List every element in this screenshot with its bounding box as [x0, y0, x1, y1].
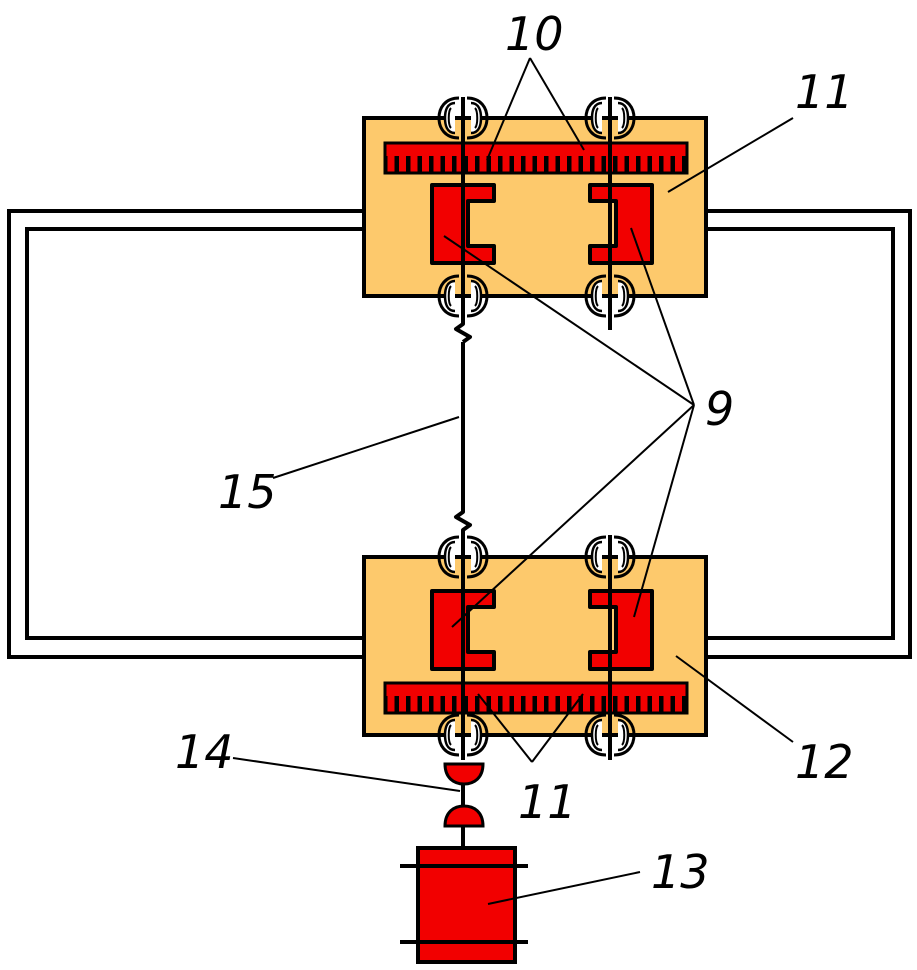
upper-gear-strip	[383, 141, 689, 175]
label-11-bottom: 11	[518, 775, 577, 829]
label-12: 12	[795, 735, 854, 789]
label-14: 14	[175, 725, 234, 779]
flexible-joint-icons	[454, 318, 472, 535]
label-10: 10	[505, 7, 564, 61]
lower-gear-strip	[383, 681, 689, 715]
leader-lines	[232, 57, 794, 905]
label-11-top: 11	[795, 65, 854, 119]
upper-gearbox	[362, 116, 708, 298]
label-9: 9	[705, 382, 734, 436]
shaft-coupling	[443, 762, 485, 828]
label-13: 13	[651, 845, 710, 899]
label-15: 15	[218, 465, 277, 519]
motor	[400, 846, 528, 964]
callout-labels: 10 11 9 15 14 11 12 13	[175, 7, 854, 899]
lower-gearbox	[362, 555, 708, 737]
